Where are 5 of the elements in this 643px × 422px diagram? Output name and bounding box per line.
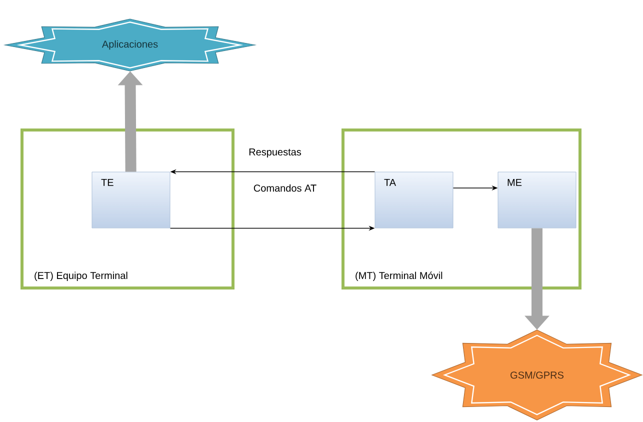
process-box: ME [498, 172, 576, 228]
edge-label: Comandos AT [252, 183, 318, 193]
process-box: TA [374, 172, 454, 228]
process-box: TE [92, 172, 170, 228]
edge-label: Respuestas [248, 148, 302, 158]
